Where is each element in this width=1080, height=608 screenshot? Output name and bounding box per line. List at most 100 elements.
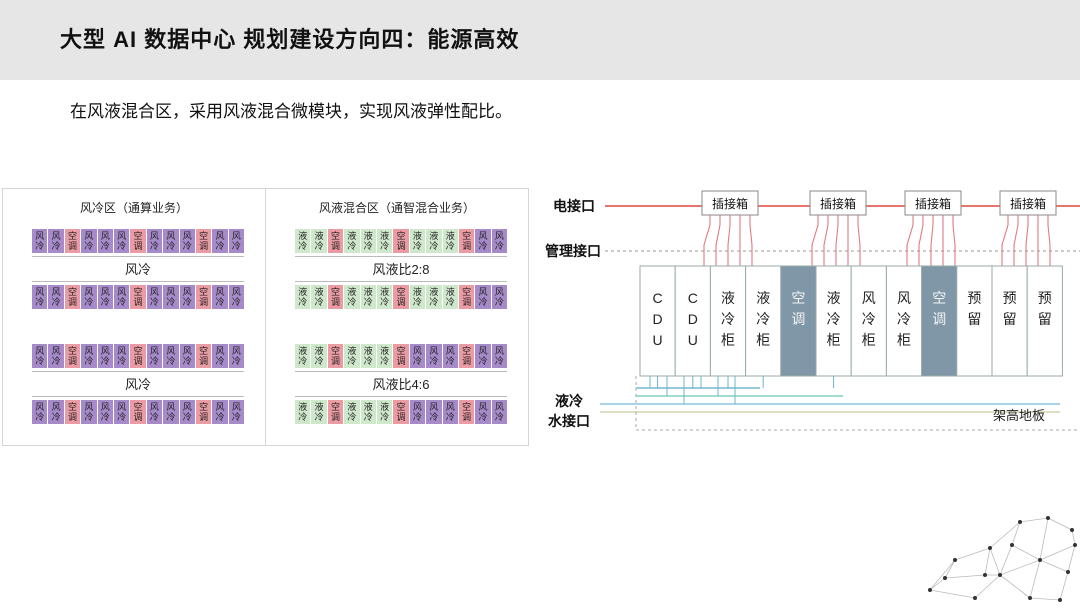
liquid-port-label-1: 液冷: [555, 393, 583, 409]
pdu-box-label: 插接箱: [1009, 197, 1046, 211]
rack-cell: 空调: [64, 400, 81, 424]
rack-label-ac: 空调: [932, 290, 947, 327]
rack-cell: 风冷: [32, 400, 48, 424]
mesh-line: [929, 577, 946, 591]
mesh-line: [1029, 559, 1041, 599]
rack-cell: 风冷: [32, 285, 48, 309]
mix-zone-title: 风液混合区（通智混合业务）: [318, 201, 475, 215]
rack-cell: 风冷: [409, 400, 426, 424]
pdu-box: [809, 190, 867, 216]
rack-cell: 风冷: [491, 344, 508, 368]
pdu-drop-wire: [1001, 215, 1009, 266]
rack-cell: 风冷: [179, 285, 195, 309]
mesh-node: [983, 573, 987, 577]
rack-cell: 液冷: [426, 229, 442, 253]
rack-cell: 风冷: [212, 400, 228, 424]
rack-cdu: [639, 265, 676, 377]
rack-cell: 风冷: [228, 229, 245, 253]
rack-cell: 空调: [458, 285, 475, 309]
rack-cell: 风冷: [81, 285, 97, 309]
rack-cell: 风冷: [212, 229, 228, 253]
rack-cell: 空调: [130, 344, 146, 368]
pdu-box-label: 插接箱: [914, 197, 951, 211]
rack-cell: 风冷: [163, 344, 179, 368]
rack-cell: 风冷: [163, 229, 179, 253]
mesh-line: [1047, 517, 1073, 531]
rack-cell: 风冷: [442, 344, 458, 368]
air_zone-module-2-top-row: 风冷风冷空调风冷风冷风冷空调风冷风冷风冷空调风冷风冷: [32, 344, 245, 368]
mesh-line: [1067, 544, 1076, 573]
raised-floor-label: 架高地板: [993, 408, 1046, 423]
mesh-line: [944, 559, 956, 579]
rack-cell: 风冷: [32, 344, 48, 368]
rack-cell: 风冷: [426, 400, 442, 424]
rack-cell: 液冷: [442, 229, 458, 253]
liquid-port-label-2: 水接口: [548, 413, 590, 429]
management-port-label: 管理接口: [545, 243, 601, 259]
rack-cell: 风冷: [475, 285, 491, 309]
mesh-line: [989, 521, 1021, 549]
air_zone-module-1-bottom-row: 风冷风冷空调风冷风冷风冷空调风冷风冷风冷空调风冷风冷: [32, 285, 245, 309]
mesh-line: [1019, 517, 1049, 523]
pdu-drop-wire: [811, 215, 819, 266]
rack-cell: 风冷: [81, 229, 97, 253]
air-zone-panel: 风冷区（通算业务） 风冷风冷空调风冷风冷风冷空调风冷风冷风冷空调风冷风冷风冷风冷…: [2, 188, 266, 446]
mesh-node: [1010, 543, 1014, 547]
mesh-line: [1039, 544, 1076, 561]
rack-cell: 空调: [327, 344, 344, 368]
rack-cell: 风冷: [179, 400, 195, 424]
rack-air: [850, 265, 887, 377]
rack-cell: 液冷: [442, 285, 458, 309]
rack-cell: 风冷: [146, 229, 163, 253]
pdu-drop-wire: [749, 215, 753, 266]
mesh-line: [1011, 521, 1021, 546]
mesh-line: [989, 547, 1001, 576]
rack-cell: 空调: [195, 400, 212, 424]
rack-cell: 空调: [458, 229, 475, 253]
rack-cell: 液冷: [360, 344, 376, 368]
mesh-line: [1029, 597, 1061, 601]
rack-cell: 风冷: [179, 344, 195, 368]
rack-cell: 空调: [393, 344, 409, 368]
rack-cell: 风冷: [97, 400, 113, 424]
pdu-drop-wire: [1025, 215, 1029, 266]
rack-cell: 液冷: [360, 285, 376, 309]
rack-cell: 风冷: [97, 344, 113, 368]
rack-cell: 风冷: [163, 400, 179, 424]
pdu-box-label: 插接箱: [711, 197, 748, 211]
rack-cell: 空调: [327, 285, 344, 309]
rack-cell: 风冷: [48, 400, 64, 424]
rack-cell: 风冷: [163, 285, 179, 309]
rack-cell: 液冷: [409, 229, 426, 253]
mesh-node: [1018, 520, 1022, 524]
rack-cell: 风冷: [179, 229, 195, 253]
rack-cell: 液冷: [311, 229, 327, 253]
mesh-line: [1039, 517, 1049, 561]
header-bar: 大型 AI 数据中心 规划建设方向四：能源高效: [0, 0, 1080, 80]
pdu-drop-wire: [715, 215, 721, 266]
pdu-drop-wire: [906, 215, 914, 266]
rack-cell: 液冷: [360, 229, 376, 253]
mesh-line: [944, 574, 986, 579]
rack-cell: 风冷: [491, 229, 508, 253]
rack-cell: 液冷: [376, 229, 393, 253]
rack-cell: 风冷: [228, 400, 245, 424]
rack-cell: 风冷: [475, 400, 491, 424]
rack-cell: 空调: [195, 344, 212, 368]
mix_zone-module-2-label: 风液比4:6: [295, 371, 507, 397]
rack-cell: 风冷: [113, 400, 130, 424]
rack-cell: 空调: [195, 285, 212, 309]
mesh-line: [999, 559, 1041, 576]
mesh-line: [929, 589, 976, 599]
rack-cell: 风冷: [228, 344, 245, 368]
mix_zone-module-2-bottom-row: 液冷液冷空调液冷液冷液冷空调风冷风冷风冷空调风冷风冷: [295, 400, 508, 424]
air_zone-module-2-label: 风冷: [32, 371, 244, 397]
rack-cell: 风冷: [81, 400, 97, 424]
power-port-label: 电接口: [553, 198, 595, 214]
rack-ac: [780, 265, 817, 377]
rack-cell: 风冷: [146, 285, 163, 309]
mix_zone-module-1-top-row: 液冷液冷空调液冷液冷液冷空调液冷液冷液冷空调风冷风冷: [295, 229, 508, 253]
rack-cell: 空调: [458, 400, 475, 424]
